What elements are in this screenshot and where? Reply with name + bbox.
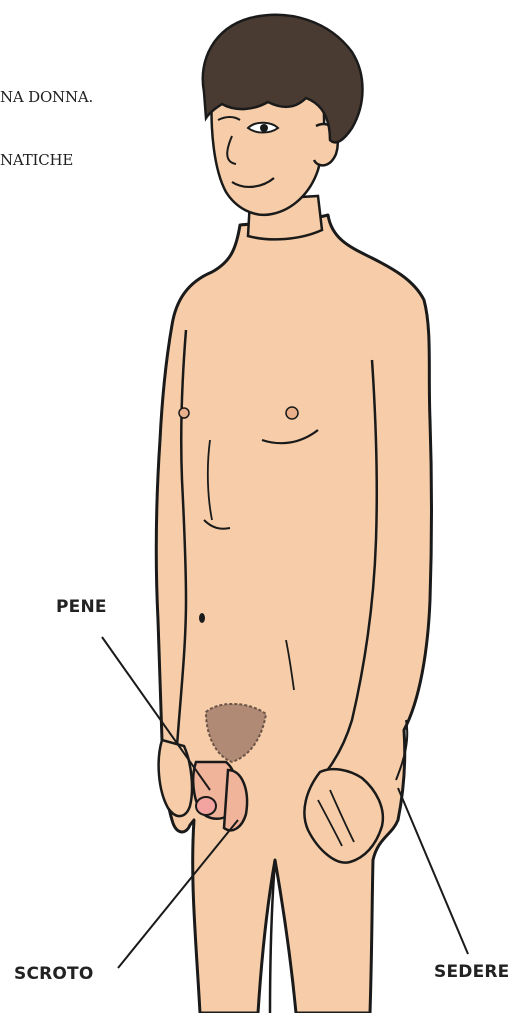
left-hand	[159, 740, 192, 816]
label-sedere: SEDERE	[434, 962, 509, 982]
nipple-left	[179, 408, 189, 418]
label-scroto: SCROTO	[14, 964, 94, 984]
navel	[199, 613, 205, 623]
body-silhouette	[156, 215, 431, 1013]
nipple-right	[286, 407, 298, 419]
label-pene: PENE	[56, 597, 107, 617]
glans	[196, 797, 216, 815]
sedere-pointer	[398, 788, 468, 954]
